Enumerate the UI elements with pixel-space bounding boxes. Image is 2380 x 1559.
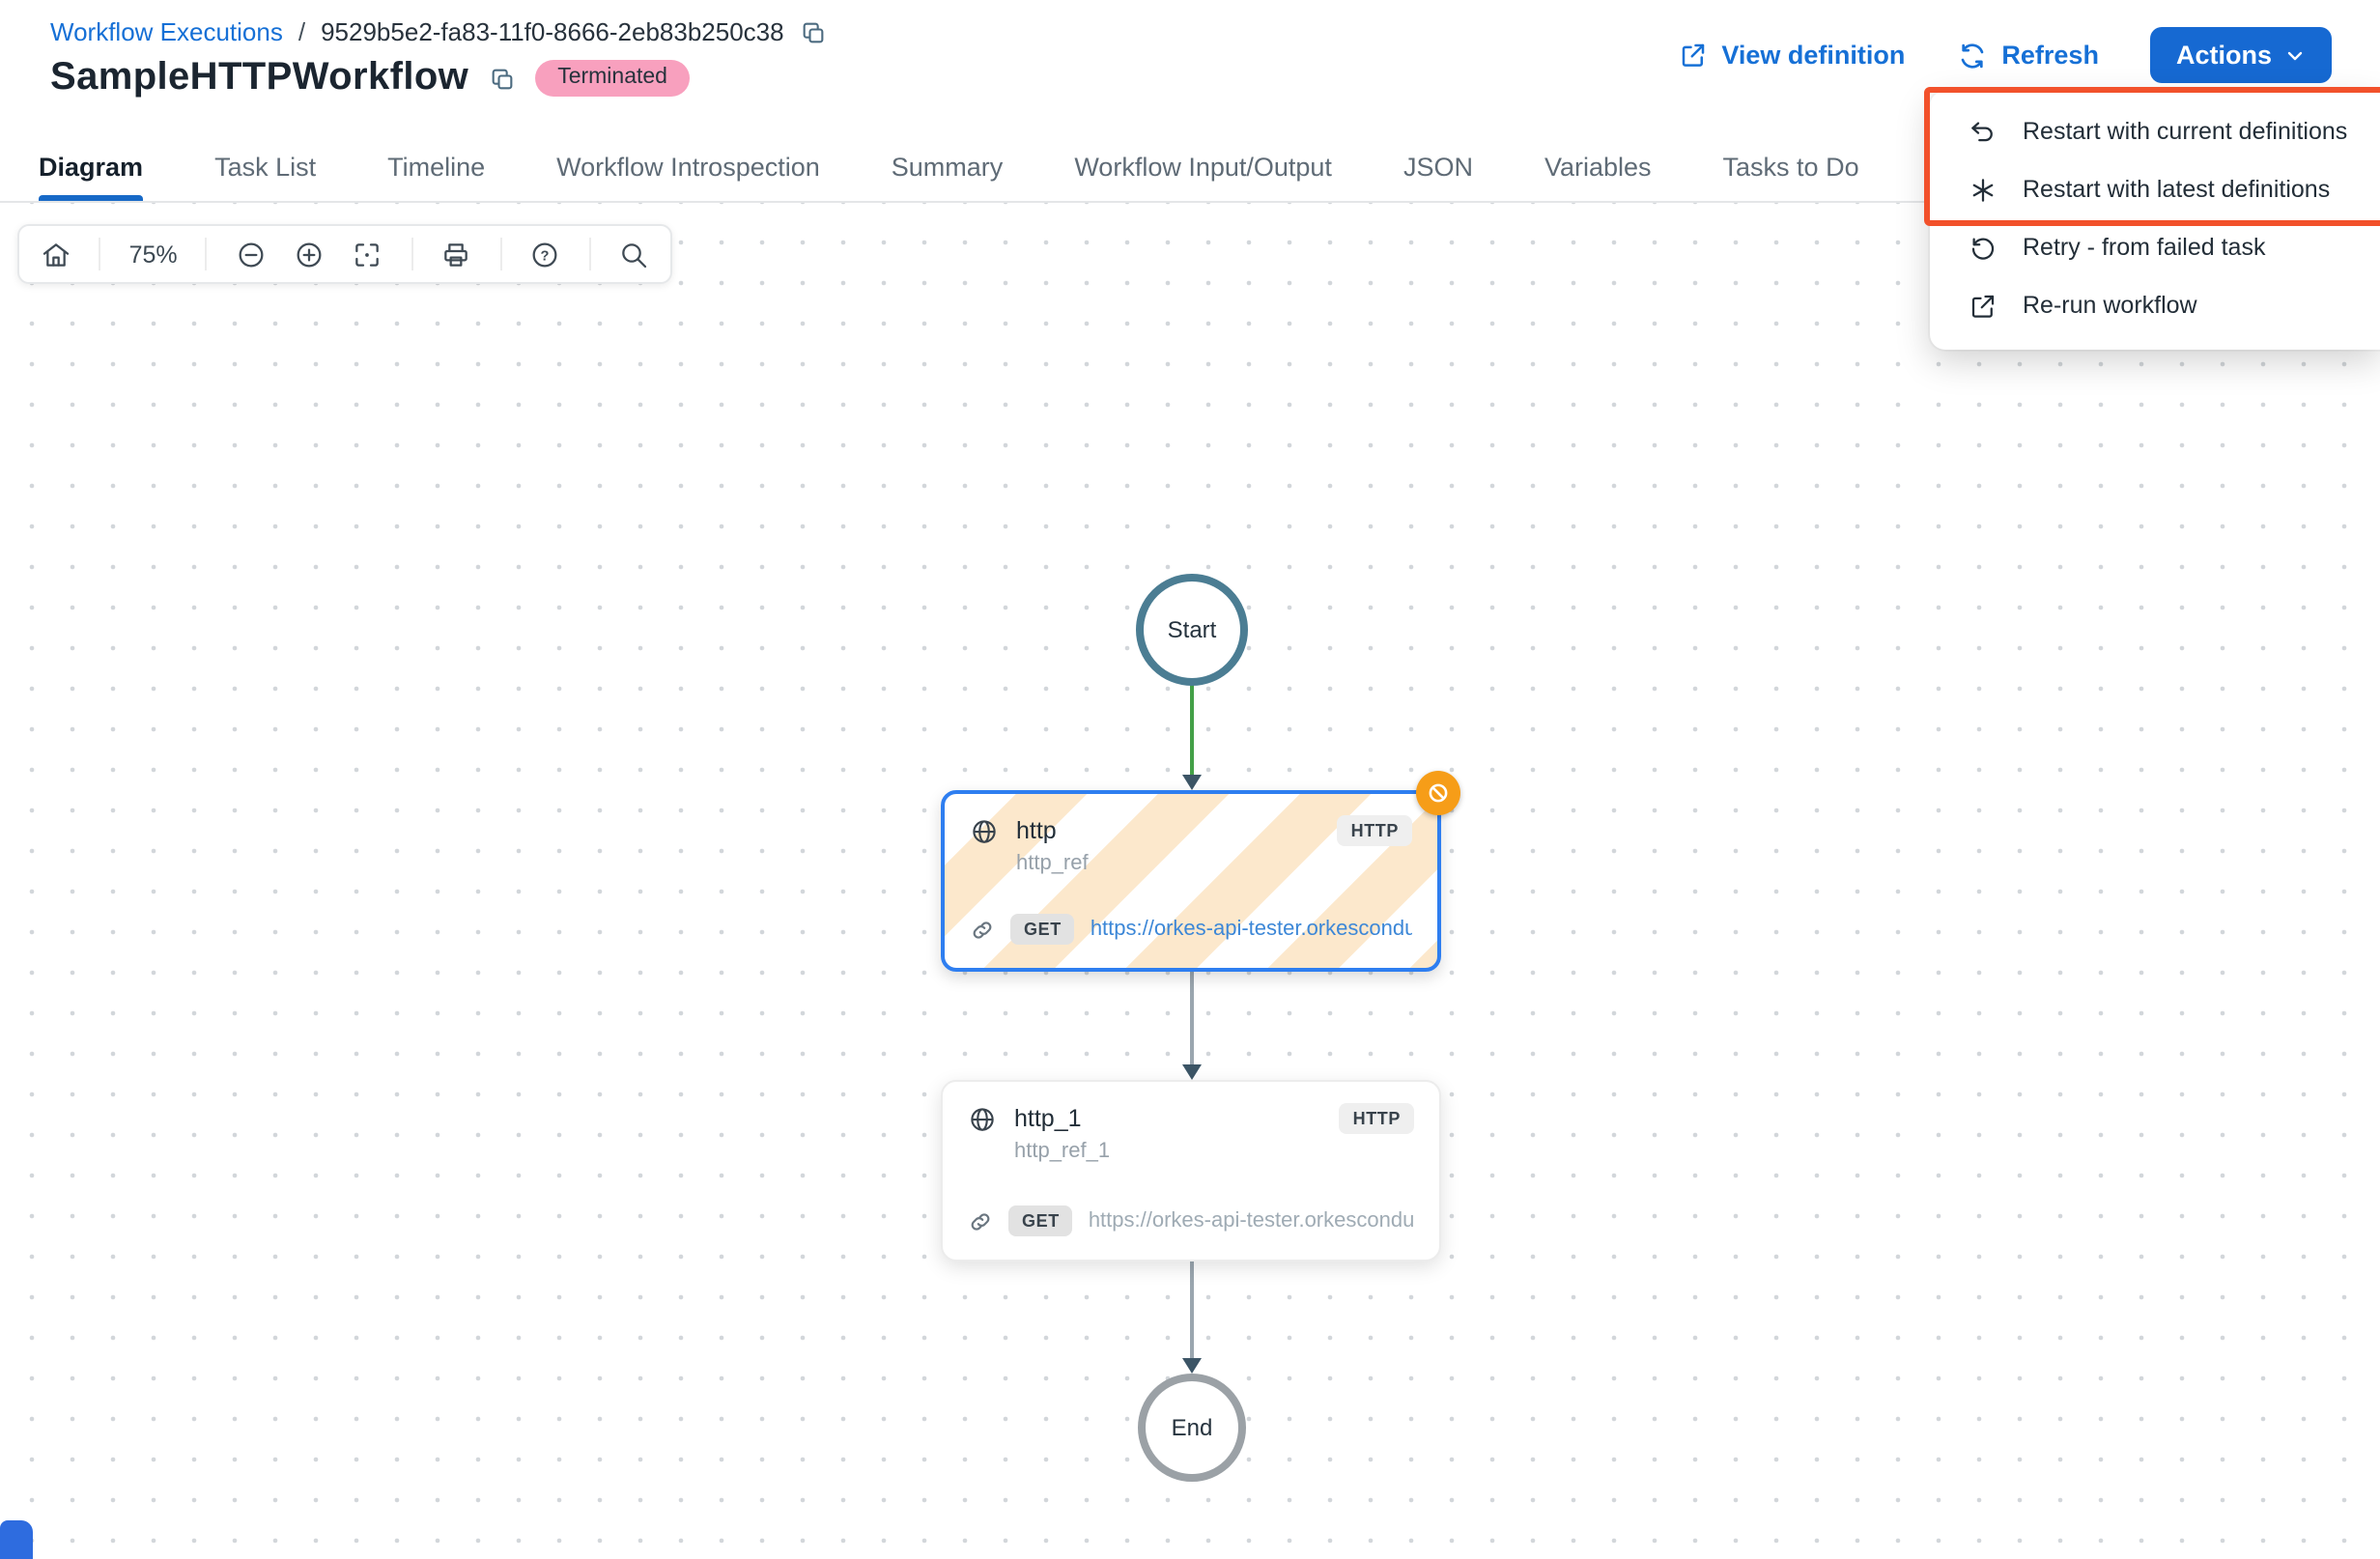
edge-start-to-http: [1190, 682, 1194, 775]
menu-item-rerun-workflow[interactable]: Re-run workflow: [1930, 276, 2380, 334]
title-row: SampleHTTPWorkflow Terminated: [50, 56, 691, 100]
tab-workflow-introspection[interactable]: Workflow Introspection: [556, 152, 820, 181]
link-icon: [970, 917, 995, 942]
end-node-label: End: [1171, 1414, 1213, 1441]
page-title: SampleHTTPWorkflow: [50, 56, 469, 99]
task-node-http-1-footer: GET https://orkes-api-tester.orkescondu.…: [968, 1205, 1414, 1236]
tab-tasks-to-do[interactable]: Tasks to Do: [1722, 152, 1859, 181]
arrowhead-icon: [1181, 1358, 1201, 1374]
menu-item-retry-failed-task[interactable]: Retry - from failed task: [1930, 218, 2380, 276]
toolbar-divider: [411, 238, 413, 270]
chat-widget-stub[interactable]: [0, 1520, 33, 1559]
tab-summary[interactable]: Summary: [891, 152, 1004, 181]
task-node-http-1[interactable]: http_1 HTTP http_ref_1 GET https://orkes…: [941, 1080, 1441, 1261]
arrowhead-icon: [1181, 1064, 1201, 1080]
task-node-http-header: http HTTP: [970, 815, 1412, 846]
refresh-label: Refresh: [2001, 41, 2099, 70]
external-link-icon: [1969, 291, 1998, 320]
copy-icon[interactable]: [800, 18, 827, 45]
chevron-down-icon: [2283, 43, 2307, 67]
refresh-button[interactable]: Refresh: [1957, 40, 2099, 71]
tab-timeline[interactable]: Timeline: [387, 152, 486, 181]
breadcrumb-execution-id: 9529b5e2-fa83-11f0-8666-2eb83b250c38: [321, 17, 784, 46]
task-node-http-footer: GET https://orkes-api-tester.orkescondu.…: [970, 914, 1412, 945]
task-node-http-1-header: http_1 HTTP: [968, 1103, 1414, 1134]
globe-icon: [968, 1104, 997, 1133]
breadcrumb-separator: /: [298, 17, 306, 46]
fit-view-icon[interactable]: [353, 239, 383, 269]
zoom-level-label: 75%: [128, 241, 178, 268]
edge-http-to-http1: [1190, 972, 1194, 1064]
task-ref: http_ref: [1016, 852, 1089, 875]
task-url-link[interactable]: https://orkes-api-tester.orkescondu...: [1090, 918, 1412, 941]
task-name: http_1: [1014, 1105, 1082, 1132]
menu-item-label: Re-run workflow: [2023, 292, 2197, 319]
breadcrumb: Workflow Executions / 9529b5e2-fa83-11f0…: [50, 17, 827, 46]
view-definition-button[interactable]: View definition: [1679, 41, 1905, 70]
tab-json[interactable]: JSON: [1402, 152, 1473, 181]
actions-button[interactable]: Actions: [2150, 27, 2332, 83]
http-method-badge: GET: [1010, 914, 1075, 945]
zoom-in-icon[interactable]: [294, 239, 325, 269]
help-icon[interactable]: ?: [529, 239, 560, 269]
diagram-toolbar: 75% ?: [17, 224, 672, 284]
svg-text:?: ?: [541, 248, 550, 264]
menu-item-label: Restart with current definitions: [2023, 118, 2348, 145]
menu-item-restart-current[interactable]: Restart with current definitions: [1930, 102, 2380, 160]
arrowhead-icon: [1181, 775, 1201, 790]
end-node[interactable]: End: [1138, 1374, 1246, 1482]
menu-item-label: Retry - from failed task: [2023, 234, 2266, 261]
start-node[interactable]: Start: [1136, 574, 1248, 686]
task-node-http-1-content: http_1 HTTP http_ref_1 GET https://orkes…: [943, 1082, 1439, 1260]
asterisk-icon: [1969, 175, 1998, 204]
edge-http1-to-end: [1190, 1261, 1194, 1358]
http-method-badge: GET: [1008, 1205, 1073, 1236]
breadcrumb-workflow-executions-link[interactable]: Workflow Executions: [50, 17, 283, 46]
external-link-icon: [1679, 41, 1708, 70]
copy-icon[interactable]: [488, 65, 515, 92]
task-type-badge: HTTP: [1337, 815, 1412, 846]
task-url: https://orkes-api-tester.orkescondu...: [1088, 1209, 1414, 1233]
toolbar-divider: [99, 238, 101, 270]
home-icon[interactable]: [41, 239, 71, 269]
tab-diagram[interactable]: Diagram: [39, 131, 144, 201]
start-node-label: Start: [1167, 616, 1217, 643]
print-icon[interactable]: [441, 239, 472, 269]
tab-workflow-input-output[interactable]: Workflow Input/Output: [1074, 152, 1332, 181]
actions-menu: Restart with current definitions Restart…: [1930, 91, 2380, 350]
task-ref: http_ref_1: [1014, 1140, 1111, 1163]
toolbar-divider: [499, 238, 502, 270]
cancelled-status-icon: [1416, 771, 1460, 815]
menu-item-restart-latest[interactable]: Restart with latest definitions: [1930, 160, 2380, 218]
header-actions: View definition Refresh Actions: [1679, 27, 2332, 83]
toolbar-divider: [588, 238, 590, 270]
retry-icon: [1969, 233, 1998, 262]
tab-variables[interactable]: Variables: [1544, 152, 1652, 181]
globe-icon: [970, 816, 999, 845]
task-node-http[interactable]: http HTTP http_ref GET https://orkes-api…: [941, 790, 1441, 972]
toolbar-divider: [205, 238, 208, 270]
menu-item-label: Restart with latest definitions: [2023, 176, 2331, 203]
status-badge: Terminated: [534, 59, 691, 98]
tab-task-list[interactable]: Task List: [214, 152, 317, 181]
search-icon[interactable]: [618, 239, 649, 269]
task-name: http: [1016, 817, 1057, 844]
actions-label: Actions: [2175, 41, 2272, 70]
task-node-http-content: http HTTP http_ref GET https://orkes-api…: [945, 794, 1437, 968]
zoom-out-icon[interactable]: [235, 239, 266, 269]
undo-icon: [1969, 117, 1998, 146]
task-type-badge: HTTP: [1339, 1103, 1414, 1134]
refresh-icon: [1957, 40, 1988, 71]
link-icon: [968, 1208, 993, 1233]
view-definition-label: View definition: [1721, 41, 1906, 70]
